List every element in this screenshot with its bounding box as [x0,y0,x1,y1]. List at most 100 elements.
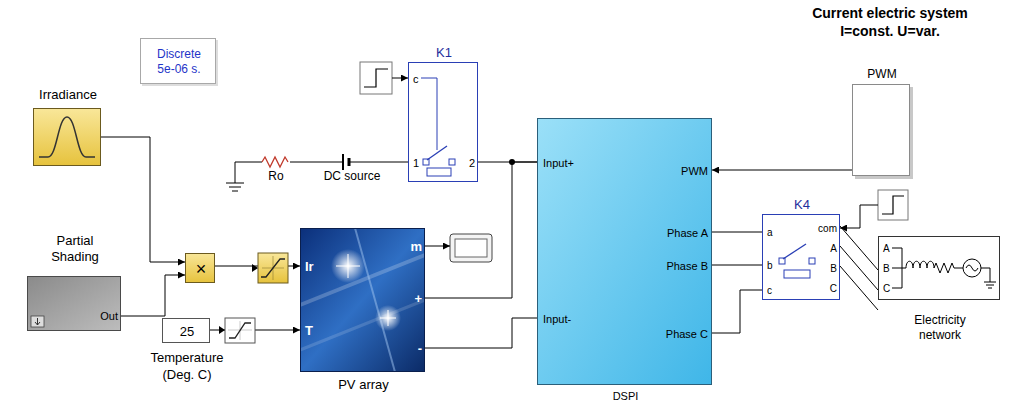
breaker-symbol [449,159,455,165]
block-heading: Partial Shading [35,233,115,265]
block-heading: K1 [409,45,479,61]
signal-line [712,265,762,266]
signal-line [840,226,878,270]
operator-sign: × [186,254,216,284]
step-block [882,196,904,214]
saturation-block [228,321,252,340]
pv-panel-picture [300,300,425,350]
source-name: DC source [312,169,392,184]
port-label: A [801,242,837,256]
dc-circuit [226,154,515,191]
pv-panel-picture [336,254,396,326]
grid-source-symbol [906,261,934,268]
signal-line [712,232,762,233]
port-label: T [305,323,327,339]
block-heading: Temperature (Deg. C) [137,349,237,383]
three-phase-breaker-symbol [784,270,810,278]
port-label: Ir [305,259,327,275]
port-label: Phase C [638,327,708,341]
block-heading: PV array [301,377,426,393]
irradiance-icon [33,108,101,166]
step-block [840,190,908,228]
three-phase-breaker-symbol [809,258,815,264]
partial-shading-block: Partial ShadingOut [27,276,121,331]
diagram-title: Current electric system I=const. U=var. [795,4,985,40]
grid-source-symbol [966,265,978,271]
pv-panel-picture [300,228,425,372]
port-label: Out [84,309,118,323]
saturation-block [252,253,288,283]
saturation-block [258,253,288,283]
port-label: B [801,262,837,276]
sample-time-text: Discrete 5e-06 s. [141,39,217,85]
signal-line [712,290,762,333]
port-label: A [883,242,895,256]
resistor-name: Ro [260,169,292,184]
dc-circuit [348,158,351,166]
block-heading: Electricity network [893,313,987,343]
grid-source-symbol [934,263,963,273]
dc-circuit [509,159,515,165]
pv-panel-picture [300,228,425,372]
breaker-symbol [408,62,478,182]
breaker-symbol [427,146,447,160]
step-block [360,62,408,94]
port-label: - [400,341,422,357]
dc-circuit [342,154,344,170]
block-heading: PWM [847,67,917,82]
port-label: a [767,226,779,240]
breaker-symbol [427,168,451,176]
port-label: 1 [413,156,425,170]
grid-source-symbol [878,236,1000,300]
port-label: Phase A [638,226,708,240]
port-label: b [767,259,779,273]
breaker-symbol [421,78,437,150]
step-block [392,78,408,79]
three-phase-breaker-block: K4abccomABC [762,214,840,300]
sample-time-box-fill [140,38,218,86]
three-phase-breaker-symbol [762,214,840,300]
pwm-block: PWM [852,84,910,176]
signal-line [840,246,878,290]
pwm-block [852,84,913,179]
signal-line [712,170,852,171]
port-label: B [883,262,895,276]
irradiance-icon [39,117,95,157]
port-label: m [400,239,422,255]
saturation-block [252,264,258,272]
port-label: Phase B [638,259,708,273]
partial-shading-icon [31,316,44,327]
step-block [878,190,908,220]
constant-value: 25 [163,319,211,344]
scope-block [425,246,450,247]
signal-line [101,137,185,262]
block-heading: K4 [763,197,841,213]
block-heading: DSPI [538,390,713,403]
saturation-block [261,259,285,277]
saturation-block [262,256,284,280]
grid-source-symbol [981,268,996,288]
scope-block [425,234,492,262]
breaker-symbol [408,62,478,182]
signal-line [425,162,537,298]
saturation-block [219,318,255,343]
signal-line [840,266,878,310]
port-label: 2 [461,156,475,170]
step-block [840,205,878,228]
grid-block: ABCElectricity network [878,236,1000,300]
constant-block: 25Temperature (Deg. C) [162,318,210,343]
partial-shading-icon [27,276,121,331]
port-label: PWM [638,164,708,178]
three-phase-breaker-symbol [762,214,840,300]
pv-panel-picture [355,228,395,372]
port-label: c [767,284,779,298]
pwm-block [852,84,910,176]
port-label: Input- [543,312,613,326]
converter-fill [537,118,712,385]
port-label: Input+ [543,156,613,170]
port-label: C [801,282,837,296]
grid-source-symbol [963,259,981,277]
product-block: × [185,253,215,283]
saturation-block [219,326,225,334]
irradiance-block: Irradiance [33,108,101,166]
